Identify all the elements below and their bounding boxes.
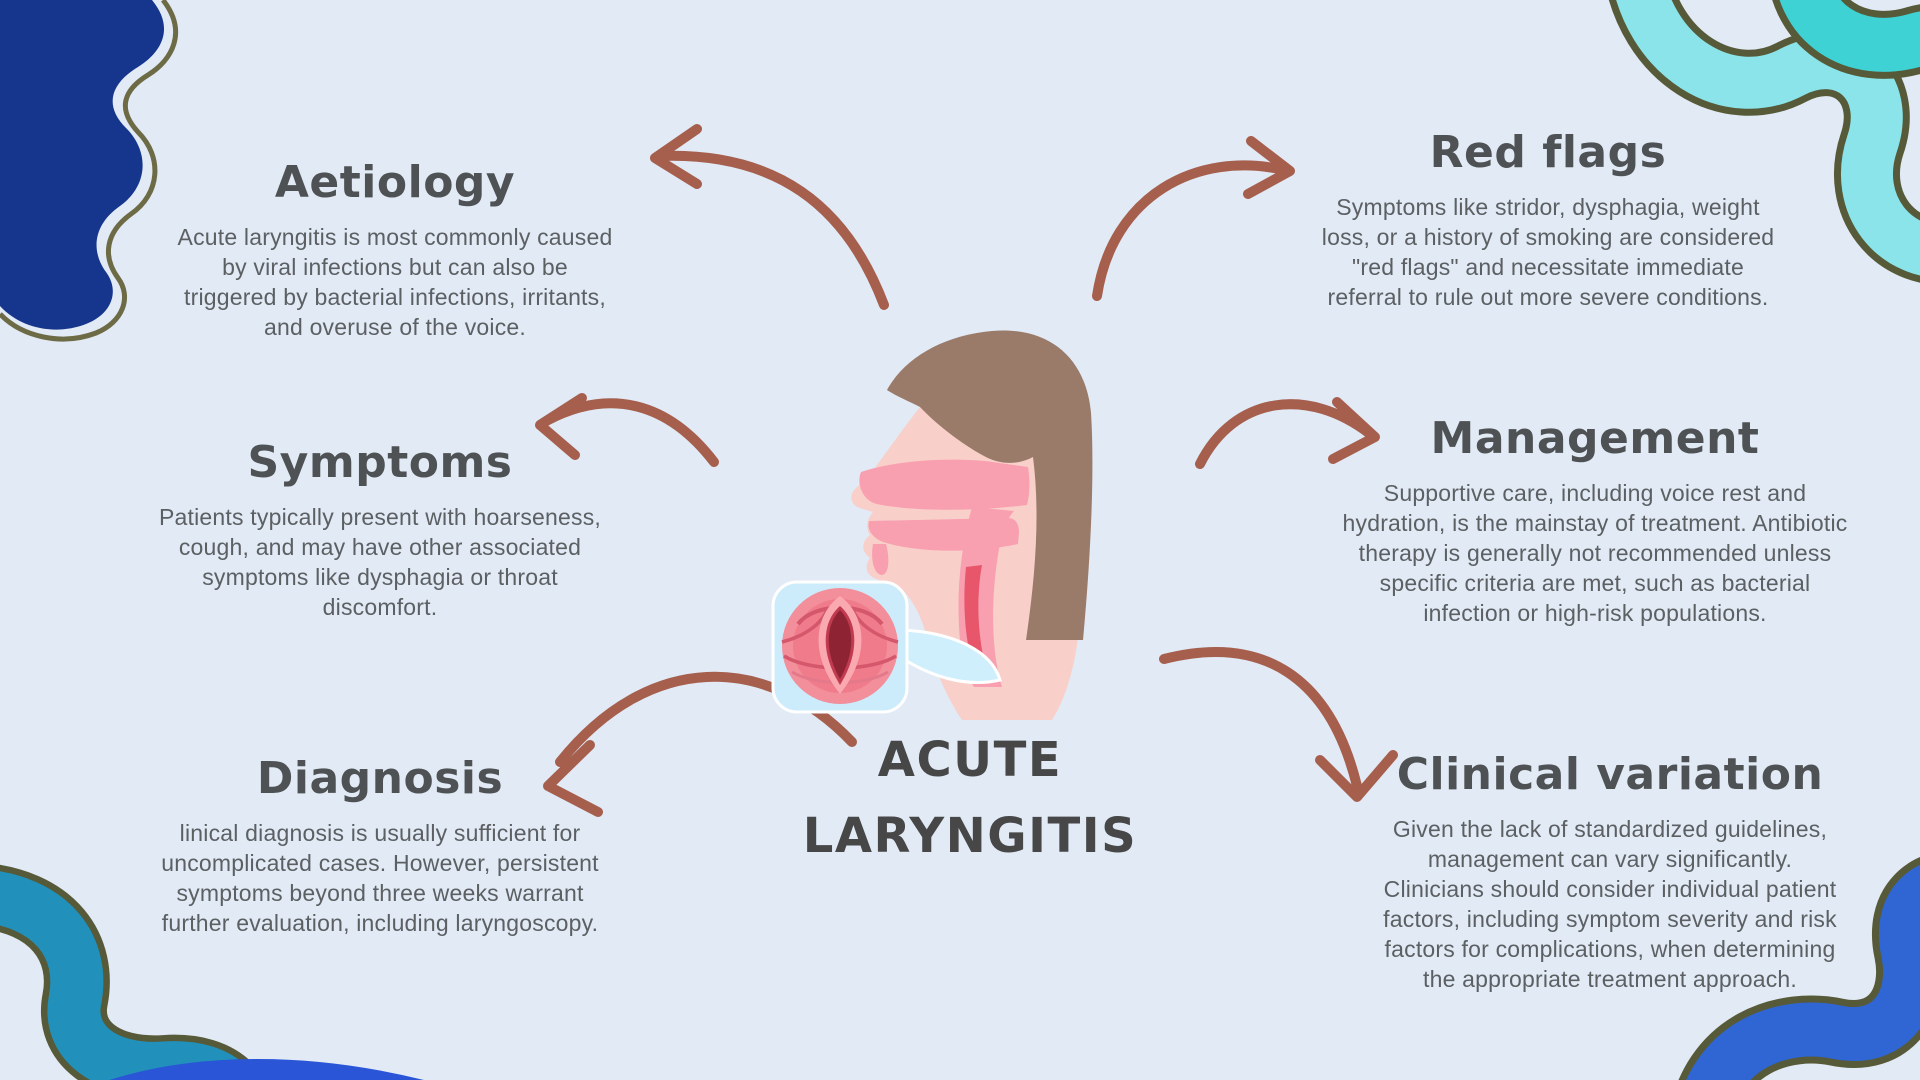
section-diagnosis: Diagnosis linical diagnosis is usually s… (105, 752, 655, 938)
section-clinical-variation-title: Clinical variation (1396, 749, 1824, 800)
hair (887, 330, 1093, 640)
head-throat-illustration (851, 330, 1093, 720)
uvula (872, 544, 889, 575)
section-management: Management Supportive care, including vo… (1305, 412, 1885, 628)
section-red-flags: Red flags Symptoms like stridor, dysphag… (1278, 126, 1818, 312)
arrow-to-aetiology (650, 124, 889, 310)
corner-waves-bottom-right (1678, 857, 1920, 1080)
section-diagnosis-title: Diagnosis (256, 753, 504, 804)
vocal-cords-view (781, 588, 899, 704)
section-symptoms-title: Symptoms (247, 437, 513, 488)
main-title: ACUTE LARYNGITIS (730, 722, 1210, 874)
nasal-passage (859, 459, 1030, 510)
section-clinical-variation-body: Given the lack of standardized guideline… (1383, 816, 1837, 992)
callout-tail (898, 628, 1002, 684)
section-management-body: Supportive care, including voice rest an… (1342, 480, 1848, 626)
main-title-line1: ACUTE (877, 732, 1063, 788)
corner-waves-top-right (1609, 0, 1920, 283)
corner-waves-bottom-left (0, 864, 424, 1080)
arrow-to-symptoms (535, 393, 719, 467)
section-aetiology: Aetiology Acute laryngitis is most commo… (125, 156, 665, 342)
arrow-to-clinical-variation (1159, 647, 1398, 802)
section-management-title: Management (1430, 413, 1760, 464)
section-aetiology-title: Aetiology (274, 157, 516, 208)
section-red-flags-body: Symptoms like stridor, dysphagia, weight… (1321, 194, 1775, 310)
arrow-to-red-flags (1092, 136, 1295, 301)
section-clinical-variation: Clinical variation Given the lack of sta… (1330, 748, 1890, 994)
section-symptoms-body: Patients typically present with hoarsene… (159, 504, 601, 620)
section-red-flags-title: Red flags (1429, 127, 1667, 178)
section-diagnosis-body: linical diagnosis is usually sufficient … (161, 820, 599, 936)
section-aetiology-body: Acute laryngitis is most commonly caused… (177, 224, 613, 340)
corner-blob-top-left (0, 0, 179, 342)
larynx-inset-illustration (771, 580, 1002, 714)
section-symptoms: Symptoms Patients typically present with… (110, 436, 650, 622)
arrow-to-management (1195, 397, 1380, 469)
inflamed-larynx-strip (964, 565, 983, 655)
main-title-line2: LARYNGITIS (802, 808, 1138, 864)
glottis-opening (825, 605, 855, 685)
